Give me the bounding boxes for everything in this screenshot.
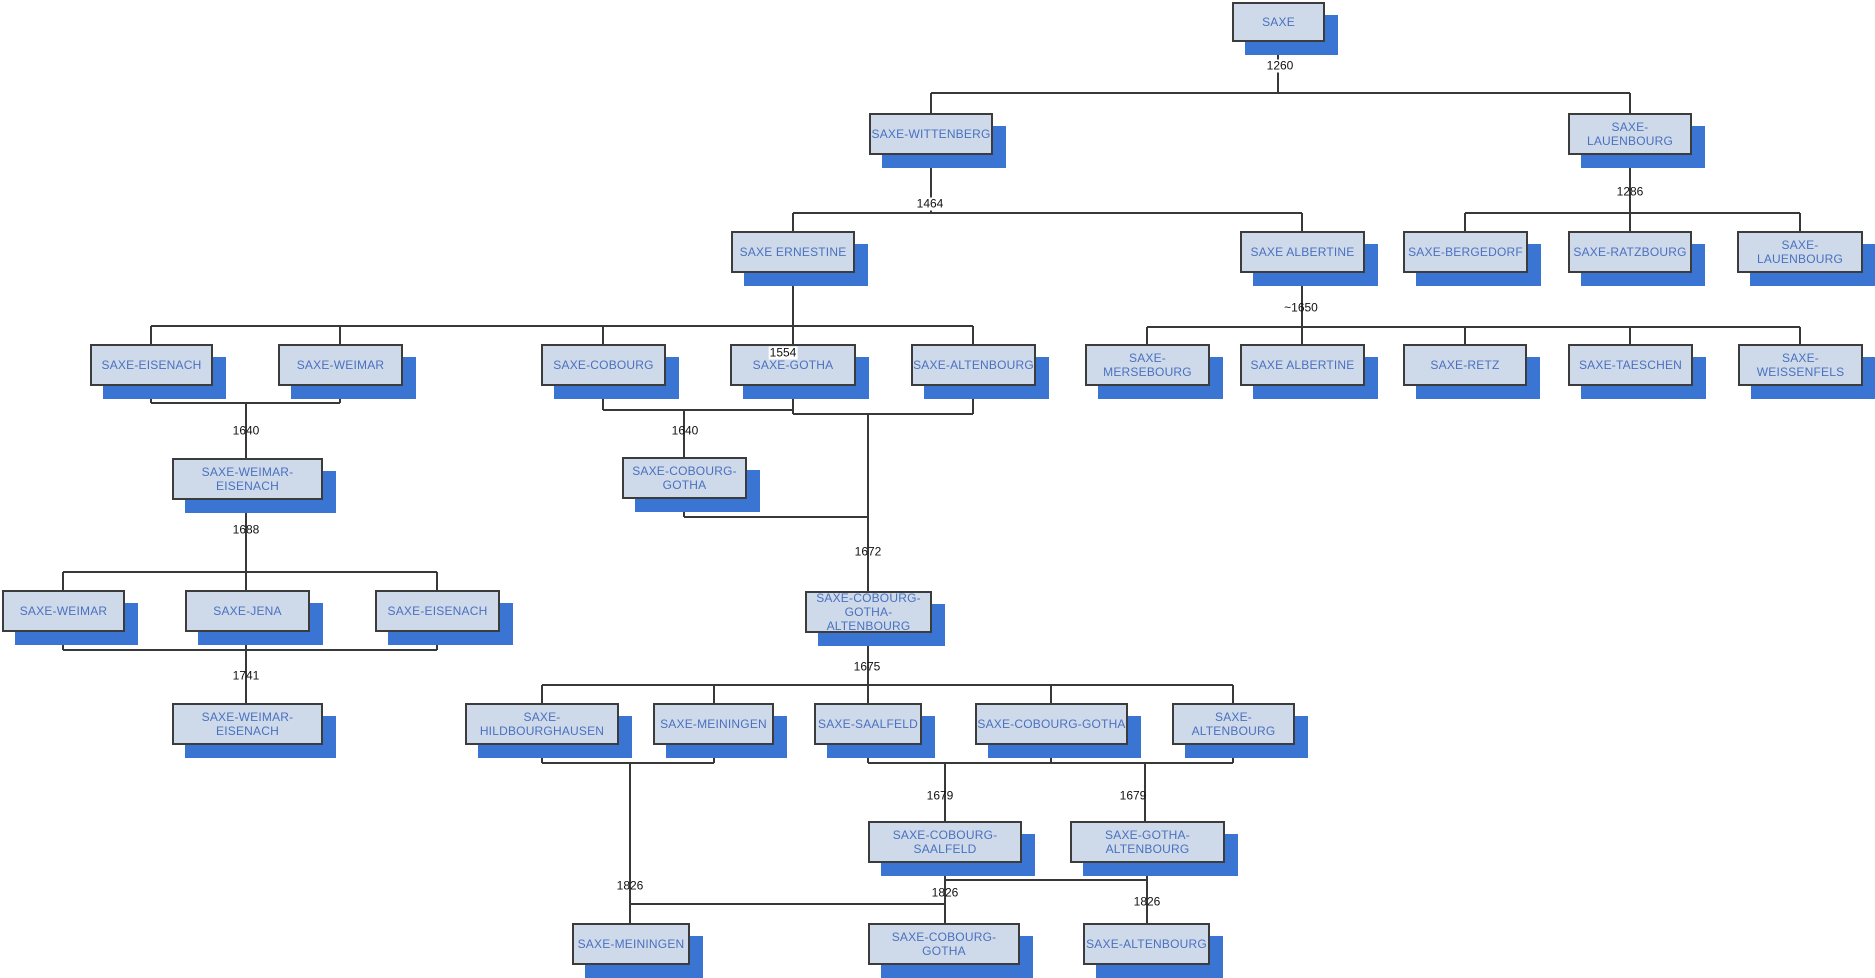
tree-node-saxe-weimar-2[interactable]: SAXE-WEIMAR [2,590,125,632]
date-label: 1554 [768,345,798,360]
tree-node-saxe-eisenach-1[interactable]: SAXE-EISENACH [90,344,213,386]
tree-node-saxe-cobourg-gotha-1[interactable]: SAXE-COBOURG- GOTHA [622,457,747,499]
tree-node-saxe-gotha[interactable]: SAXE-GOTHA [730,344,856,386]
tree-node-saxe-albertine-2[interactable]: SAXE ALBERTINE [1240,344,1365,386]
tree-node-saxe-meiningen-1[interactable]: SAXE-MEININGEN [653,703,774,745]
tree-node-saxe-gotha-altenbourg[interactable]: SAXE-GOTHA-ALTENBOURG [1070,821,1225,863]
date-label: 1826 [1133,894,1161,909]
tree-node-saxe[interactable]: SAXE [1232,2,1325,42]
tree-node-saxe-cobourg-gotha-2[interactable]: SAXE-COBOURG-GOTHA [975,703,1128,745]
tree-node-saxe-ernestine[interactable]: SAXE ERNESTINE [731,231,855,273]
tree-node-saxe-cobourg-gotha-3[interactable]: SAXE-COBOURG-GOTHA [868,923,1020,965]
tree-node-saxe-retz[interactable]: SAXE-RETZ [1403,344,1527,386]
tree-node-saxe-bergedorf[interactable]: SAXE-BERGEDORF [1403,231,1528,273]
date-label: 1688 [232,522,260,537]
date-label: 1675 [853,659,881,674]
date-label: 1260 [1265,58,1295,73]
tree-node-saxe-mersebourg[interactable]: SAXE-MERSEBOURG [1085,344,1210,386]
tree-node-saxe-weimar-1[interactable]: SAXE-WEIMAR [278,344,403,386]
tree-node-saxe-cobourg-gotha-altenbourg[interactable]: SAXE-COBOURG- GOTHA-ALTENBOURG [805,591,932,633]
tree-node-saxe-albertine-1[interactable]: SAXE ALBERTINE [1240,231,1365,273]
tree-node-saxe-weimar-eisenach-1[interactable]: SAXE-WEIMAR-EISENACH [172,458,323,500]
date-label: 1741 [232,668,260,683]
tree-node-saxe-altenbourg-1[interactable]: SAXE-ALTENBOURG [911,344,1036,386]
tree-node-saxe-altenbourg-2[interactable]: SAXE-ALTENBOURG [1172,703,1295,745]
tree-node-saxe-cobourg[interactable]: SAXE-COBOURG [541,344,666,386]
tree-node-saxe-lauenbourg-1[interactable]: SAXE-LAUENBOURG [1568,113,1692,155]
date-label: 1286 [1616,184,1644,199]
tree-node-saxe-lauenbourg-2[interactable]: SAXE-LAUENBOURG [1737,231,1863,273]
tree-node-saxe-altenbourg-3[interactable]: SAXE-ALTENBOURG [1083,923,1210,965]
tree-node-saxe-saalfeld[interactable]: SAXE-SAALFELD [814,703,922,745]
tree-node-saxe-jena[interactable]: SAXE-JENA [185,590,310,632]
tree-node-saxe-ratzbourg[interactable]: SAXE-RATZBOURG [1568,231,1692,273]
tree-node-saxe-meiningen-2[interactable]: SAXE-MEININGEN [572,923,690,965]
tree-node-saxe-weissenfels[interactable]: SAXE-WEISSENFELS [1738,344,1863,386]
tree-node-saxe-eisenach-2[interactable]: SAXE-EISENACH [375,590,500,632]
date-label: 1679 [926,788,954,803]
date-label: 1640 [232,423,260,438]
date-label: ~1650 [1284,300,1318,315]
tree-node-saxe-weimar-eisenach-2[interactable]: SAXE-WEIMAR-EISENACH [172,703,323,745]
tree-node-saxe-taeschen[interactable]: SAXE-TAESCHEN [1568,344,1693,386]
tree-node-saxe-hildbourghausen[interactable]: SAXE-HILDBOURGHAUSEN [465,703,619,745]
date-label: 1826 [616,878,644,893]
date-label: 1826 [931,885,959,900]
date-label: 1679 [1119,788,1147,803]
tree-node-saxe-wittenberg[interactable]: SAXE-WITTENBERG [869,113,993,155]
date-label: 1464 [915,196,945,211]
tree-node-saxe-cobourg-saalfeld[interactable]: SAXE-COBOURG-SAALFELD [868,821,1022,863]
date-label: 1640 [671,423,699,438]
date-label: 1672 [854,544,882,559]
